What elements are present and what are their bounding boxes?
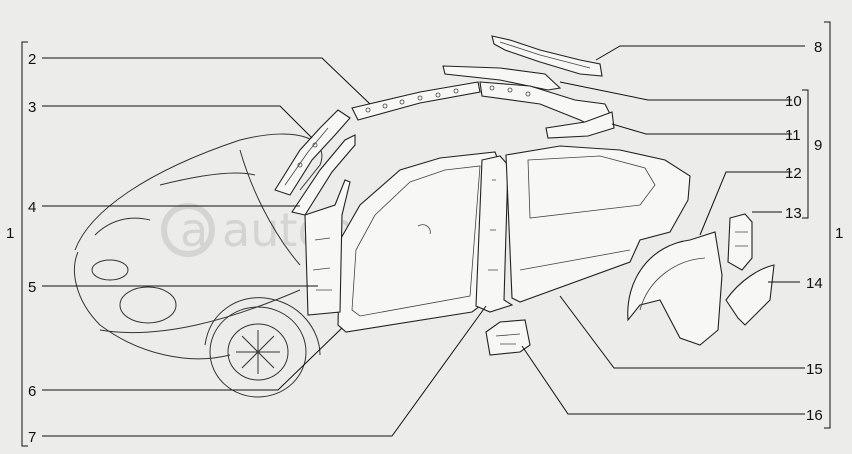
group-bracket-1-right	[824, 21, 831, 429]
part-10-rear-rail-inner	[442, 65, 562, 91]
callout-10: 10	[785, 93, 802, 110]
leader-16	[521, 345, 805, 415]
part-16-sill-bracket	[485, 319, 531, 356]
part-2-roof-rail	[351, 81, 481, 121]
callout-7: 7	[28, 429, 36, 446]
callout-11: 11	[785, 127, 801, 144]
leader-11	[611, 123, 792, 135]
leader-12	[699, 171, 792, 236]
callout-4: 4	[28, 199, 36, 216]
callout-labels: 1 1 2 3 4 5 6 7 8 9 10 11 12 13 14 15 16	[6, 39, 843, 446]
part-11-c-pillar-bracket	[545, 111, 615, 139]
callout-15: 15	[806, 361, 823, 378]
car-outline	[73, 133, 323, 398]
watermark-logo-letter: a	[180, 203, 208, 257]
callout-16: 16	[806, 407, 823, 424]
callout-1-right: 1	[835, 225, 843, 242]
callout-13: 13	[785, 205, 802, 222]
leader-6	[42, 327, 343, 391]
leader-2	[42, 57, 371, 105]
part-5-a-pillar-lower	[304, 179, 351, 316]
leader-lines	[42, 45, 805, 437]
part-3-a-pillar-upper	[274, 109, 351, 196]
callout-1-left: 1	[6, 225, 14, 242]
part-7-b-pillar	[475, 155, 514, 313]
leader-10	[559, 81, 792, 101]
part-14-wheel-arch-outer	[725, 264, 775, 326]
leader-3	[42, 105, 313, 139]
callout-5: 5	[28, 279, 36, 296]
part-6-body-side-frame	[337, 151, 501, 333]
callout-2: 2	[28, 51, 36, 68]
part-12-wheel-arch-inner	[627, 231, 723, 346]
callout-6: 6	[28, 383, 36, 400]
group-bracket-9	[802, 89, 809, 219]
callout-9: 9	[814, 137, 822, 154]
callout-8: 8	[814, 39, 822, 56]
part-8-rear-rail	[491, 35, 603, 77]
group-bracket-1-left	[21, 41, 28, 447]
part-15-rear-quarter-panel	[505, 145, 691, 303]
leader-15	[559, 295, 805, 369]
part-13-bracket	[727, 213, 753, 271]
part-4-a-pillar-inner	[291, 134, 356, 216]
callout-12: 12	[785, 165, 802, 182]
leader-7	[42, 305, 487, 437]
leader-8	[595, 45, 805, 61]
callout-14: 14	[806, 275, 823, 292]
callout-3: 3	[28, 99, 36, 116]
